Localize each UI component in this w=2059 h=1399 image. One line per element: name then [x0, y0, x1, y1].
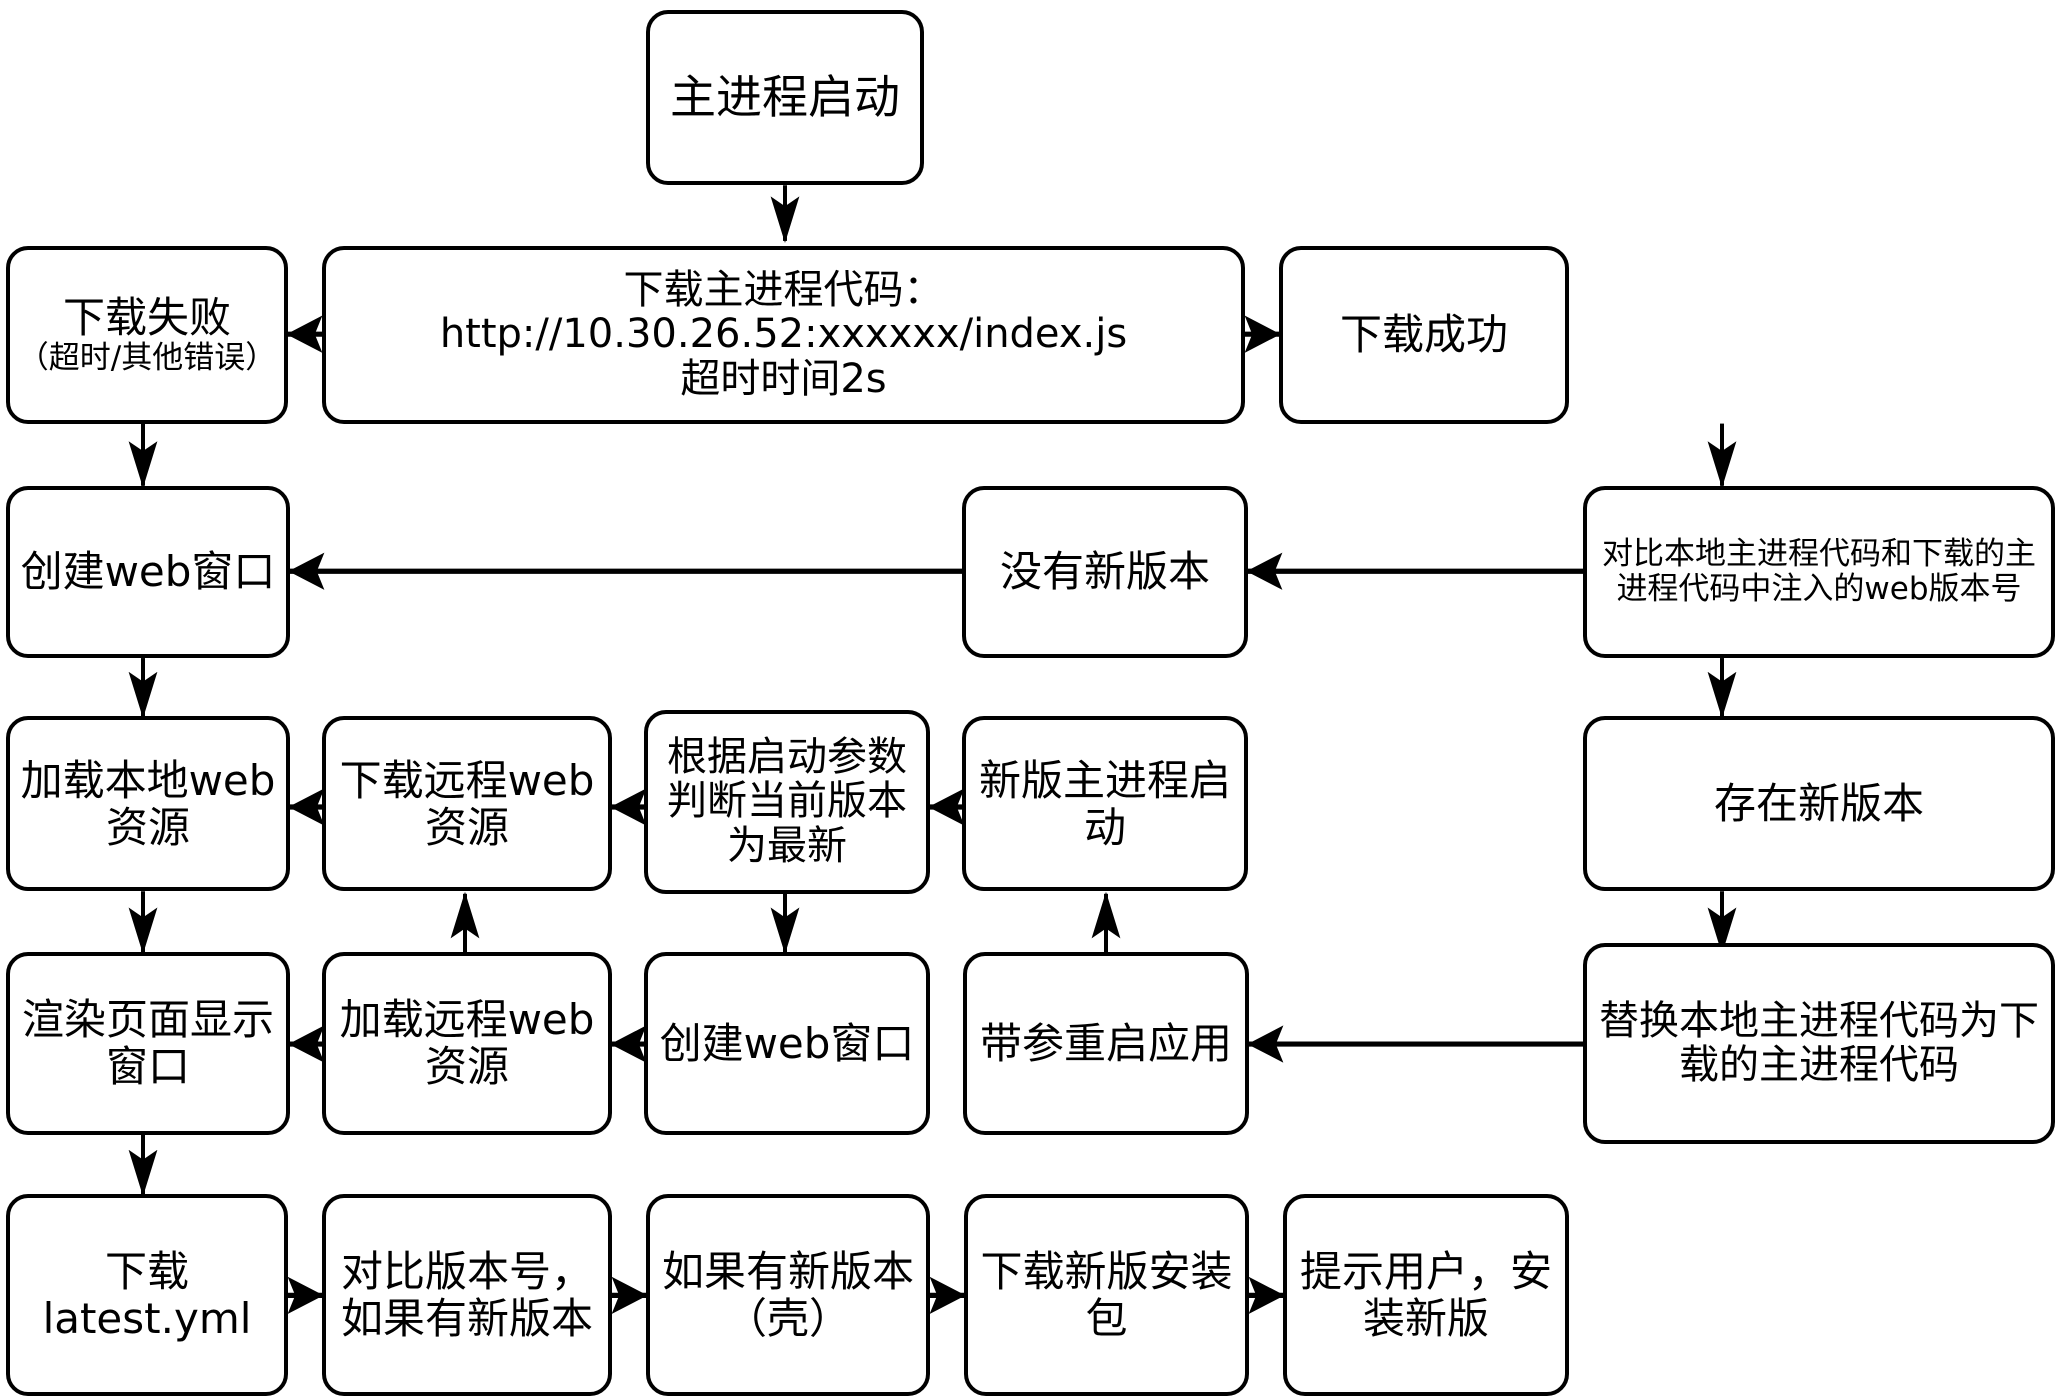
node-label: 主进程启动 — [670, 70, 900, 125]
node-label: 提示用户，安装新版 — [1299, 1247, 1552, 1344]
node-label: 加载本地web资源 — [20, 755, 276, 852]
node-label: 对比版本号，如果有新版本 — [340, 1247, 593, 1344]
node-new-main-process-start[interactable]: 新版主进程启动 — [962, 716, 1248, 892]
node-label: 渲染页面显示窗口 — [21, 995, 274, 1092]
node-label: 新版主进程启动 — [978, 755, 1231, 852]
node-download-remote-web[interactable]: 下载远程web资源 — [322, 716, 612, 892]
node-label: 带参重启应用 — [979, 1018, 1232, 1068]
node-download-fail[interactable]: 下载失败 （超时/其他错误） — [6, 246, 288, 424]
node-download-success[interactable]: 下载成功 — [1279, 246, 1569, 424]
node-download-main-code[interactable]: 下载主进程代码：http://10.30.26.52:xxxxxx/index.… — [322, 246, 1245, 424]
node-label: 下载新版安装包 — [980, 1247, 1233, 1344]
node-no-new-version[interactable]: 没有新版本 — [962, 485, 1248, 659]
node-label: 创建web窗口 — [20, 547, 276, 597]
node-if-new-version-shell[interactable]: 如果有新版本（壳） — [646, 1194, 930, 1397]
node-label: 对比本地主进程代码和下载的主进程代码中注入的web版本号 — [1602, 536, 2036, 607]
node-has-new-version[interactable]: 存在新版本 — [1583, 716, 2055, 892]
node-restart-with-args[interactable]: 带参重启应用 — [963, 952, 1249, 1135]
node-label: 下载远程web资源 — [339, 755, 595, 852]
node-render-page-window[interactable]: 渲染页面显示窗口 — [6, 952, 290, 1135]
node-sublabel: （超时/其他错误） — [17, 339, 277, 376]
node-load-remote-web[interactable]: 加载远程web资源 — [322, 952, 612, 1135]
node-load-local-web[interactable]: 加载本地web资源 — [6, 716, 290, 892]
node-label: 存在新版本 — [1713, 779, 1924, 829]
node-create-web-window-left[interactable]: 创建web窗口 — [6, 485, 290, 659]
node-judge-current-latest[interactable]: 根据启动参数判断当前版本为最新 — [644, 709, 930, 894]
node-compare-version-no[interactable]: 对比版本号，如果有新版本 — [322, 1194, 612, 1397]
node-main-process-start[interactable]: 主进程启动 — [646, 10, 924, 186]
node-download-latest-yml[interactable]: 下载latest.yml — [6, 1194, 288, 1397]
node-label: 根据启动参数判断当前版本为最新 — [667, 733, 907, 870]
node-label: 加载远程web资源 — [339, 995, 595, 1092]
node-label: 替换本地主进程代码为下载的主进程代码 — [1599, 997, 2039, 1089]
node-label: 下载失败 — [62, 292, 231, 342]
node-download-new-installer[interactable]: 下载新版安装包 — [964, 1194, 1249, 1397]
node-label-line1: 下载主进程代码：http://10.30.26.52:xxxxxx/index.… — [439, 266, 1128, 358]
node-label: 没有新版本 — [999, 547, 1210, 597]
node-create-web-window-mid[interactable]: 创建web窗口 — [644, 952, 930, 1135]
node-label: 如果有新版本（壳） — [661, 1247, 914, 1344]
node-prompt-user-install[interactable]: 提示用户，安装新版 — [1283, 1194, 1569, 1397]
node-label-line2: 超时时间2s — [680, 356, 887, 403]
node-label: 下载成功 — [1339, 310, 1508, 360]
node-label: 下载latest.yml — [42, 1247, 252, 1344]
node-compare-versions[interactable]: 对比本地主进程代码和下载的主进程代码中注入的web版本号 — [1583, 485, 2055, 659]
node-label: 创建web窗口 — [659, 1018, 915, 1068]
node-replace-local-code[interactable]: 替换本地主进程代码为下载的主进程代码 — [1583, 943, 2055, 1144]
